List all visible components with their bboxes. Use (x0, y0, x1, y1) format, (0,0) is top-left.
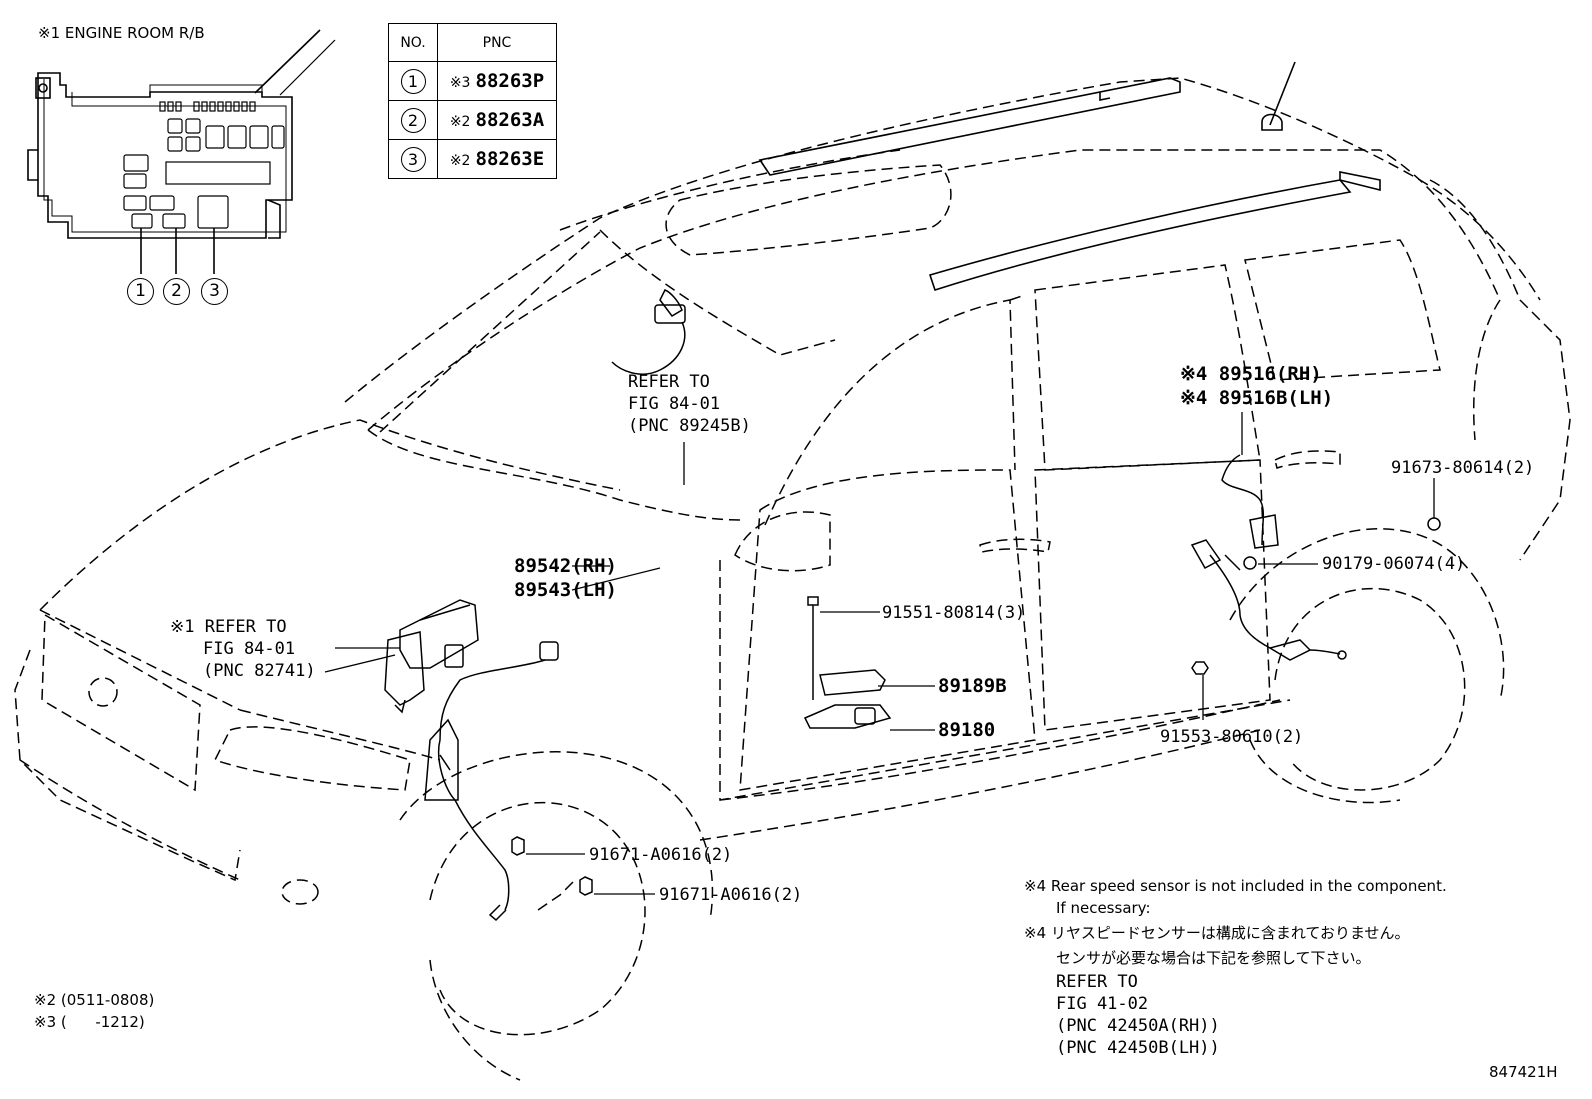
table-row: 3 ※2 88263E (388, 139, 557, 179)
part-89180: 89180 (938, 719, 996, 741)
diagram-id: 847421H (1489, 1063, 1558, 1081)
refer-top-line2: FIG 84-01 (628, 394, 721, 414)
front-speed-sensor (424, 641, 576, 922)
row-number: 2 (400, 107, 426, 133)
refer-left-line3: (PNC 82741) (203, 661, 316, 681)
engine-room-relay-box (27, 29, 336, 274)
leader-lines (324, 412, 1435, 895)
part-89543-lh: 89543(LH) (514, 579, 617, 601)
note-refer-line1: REFER TO (1056, 972, 1138, 992)
part-91551-80814: 91551-80814(3) (882, 603, 1026, 623)
relay-callout-3: 3 (201, 278, 228, 305)
airbag-sensor-assembly (803, 669, 892, 729)
refer-left-line2: FIG 84-01 (203, 639, 296, 659)
row-pnc: 88263P (475, 70, 545, 92)
row-number: 3 (400, 146, 426, 172)
row-number: 1 (400, 68, 426, 94)
row-mark: ※3 (449, 75, 471, 91)
note-jp-line1: ※4 リヤスピードセンサーは構成に含まれておりません。 (1024, 924, 1410, 942)
note-jp-line2: センサが必要な場合は下記を参照して下さい。 (1056, 949, 1371, 967)
footnote-3: ※3 ( -1212) (34, 1013, 145, 1031)
table-row: 1 ※3 88263P (388, 61, 557, 101)
table-header-no: NO. (388, 23, 438, 62)
footnote-2: ※2 (0511-0808) (34, 991, 155, 1009)
part-89542-rh: 89542(RH) (514, 555, 617, 577)
row-pnc: 88263E (475, 148, 545, 170)
note-refer-line4: (PNC 42450B(LH)) (1056, 1038, 1220, 1058)
engine-room-rb-title: ※1 ENGINE ROOM R/B (38, 24, 205, 42)
part-89516b-lh: ※4 89516B(LH) (1180, 387, 1334, 409)
row-mark: ※2 (449, 114, 471, 130)
refer-left-line1: ※1 REFER TO (170, 617, 287, 637)
part-89189b: 89189B (938, 675, 1007, 697)
refer-top-line3: (PNC 89245B) (628, 416, 751, 436)
part-91553-80610: 91553-80610(2) (1160, 727, 1304, 747)
note-refer-line3: (PNC 42450A(RH)) (1056, 1016, 1220, 1036)
antenna (1261, 61, 1296, 131)
part-91671-a0616-lower: 91671-A0616(2) (659, 885, 803, 905)
relay-callout-1: 1 (127, 278, 154, 305)
part-90179-06074: 90179-06074(4) (1322, 554, 1466, 574)
note-refer-line2: FIG 41-02 (1056, 994, 1149, 1014)
part-89516-rh: ※4 89516(RH) (1180, 363, 1322, 385)
table-row: 2 ※2 88263A (388, 100, 557, 140)
note-en-line1: ※4 Rear speed sensor is not included in … (1024, 877, 1447, 895)
part-91671-a0616-upper: 91671-A0616(2) (589, 845, 733, 865)
table-header-pnc: PNC (437, 23, 557, 62)
note-en-line2: If necessary: (1056, 899, 1151, 917)
vehicle-outline (14, 77, 1571, 1081)
engine-room-unit (384, 599, 479, 714)
relay-callout-2: 2 (163, 278, 190, 305)
part-91673-80614: 91673-80614(2) (1391, 458, 1535, 478)
row-pnc: 88263A (475, 109, 545, 131)
refer-top-line1: REFER TO (628, 372, 710, 392)
roof-rails (758, 77, 1381, 292)
pnc-table: NO. PNC 1 ※3 88263P 2 ※2 88263A 3 ※2 882… (388, 23, 557, 179)
front-sensor-harness (611, 289, 686, 375)
row-mark: ※2 (449, 153, 471, 169)
bolts (511, 517, 1441, 896)
rear-speed-sensor-harness (1190, 454, 1347, 661)
